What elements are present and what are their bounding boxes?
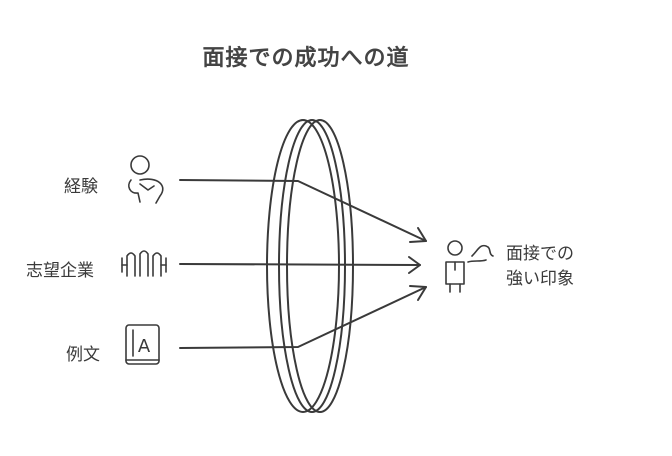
- wave-pattern-icon: [121, 250, 167, 277]
- arrow-company: [179, 256, 421, 274]
- output-label: 面接での 強い印象: [506, 242, 574, 292]
- input-label-experience: 経験: [64, 177, 98, 197]
- output-label-line2: 強い印象: [506, 269, 574, 289]
- book-icon-letter: A: [138, 336, 151, 357]
- book-icon: A: [125, 324, 160, 365]
- diagram-title: 面接での成功への道: [202, 46, 410, 71]
- arrow-examples: [179, 285, 427, 349]
- arrow-experience: [179, 179, 427, 243]
- lens-shape: [266, 119, 354, 413]
- input-label-examples: 例文: [66, 345, 100, 365]
- speaking-person-icon: [445, 240, 494, 293]
- input-label-company: 志望企業: [26, 261, 94, 281]
- head-person-icon: [128, 155, 164, 204]
- output-label-line1: 面接での: [506, 244, 574, 264]
